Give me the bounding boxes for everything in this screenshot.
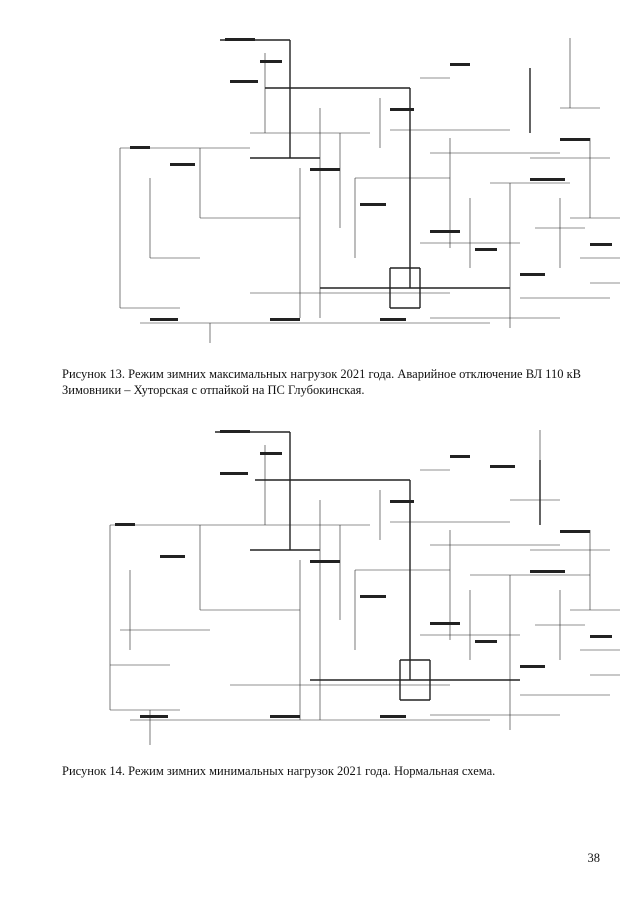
- figure-13-caption: Рисунок 13. Режим зимних максимальных на…: [62, 367, 582, 397]
- schematic-diagram: [119, 38, 620, 343]
- figure-14-caption: Рисунок 14. Режим зимних минимальных наг…: [62, 764, 496, 778]
- power-grid-schematic-figure-13: [90, 18, 625, 348]
- schematic-diagram: [109, 430, 620, 745]
- power-grid-schematic-figure-14: [90, 410, 625, 750]
- page-number: 38: [587, 851, 601, 865]
